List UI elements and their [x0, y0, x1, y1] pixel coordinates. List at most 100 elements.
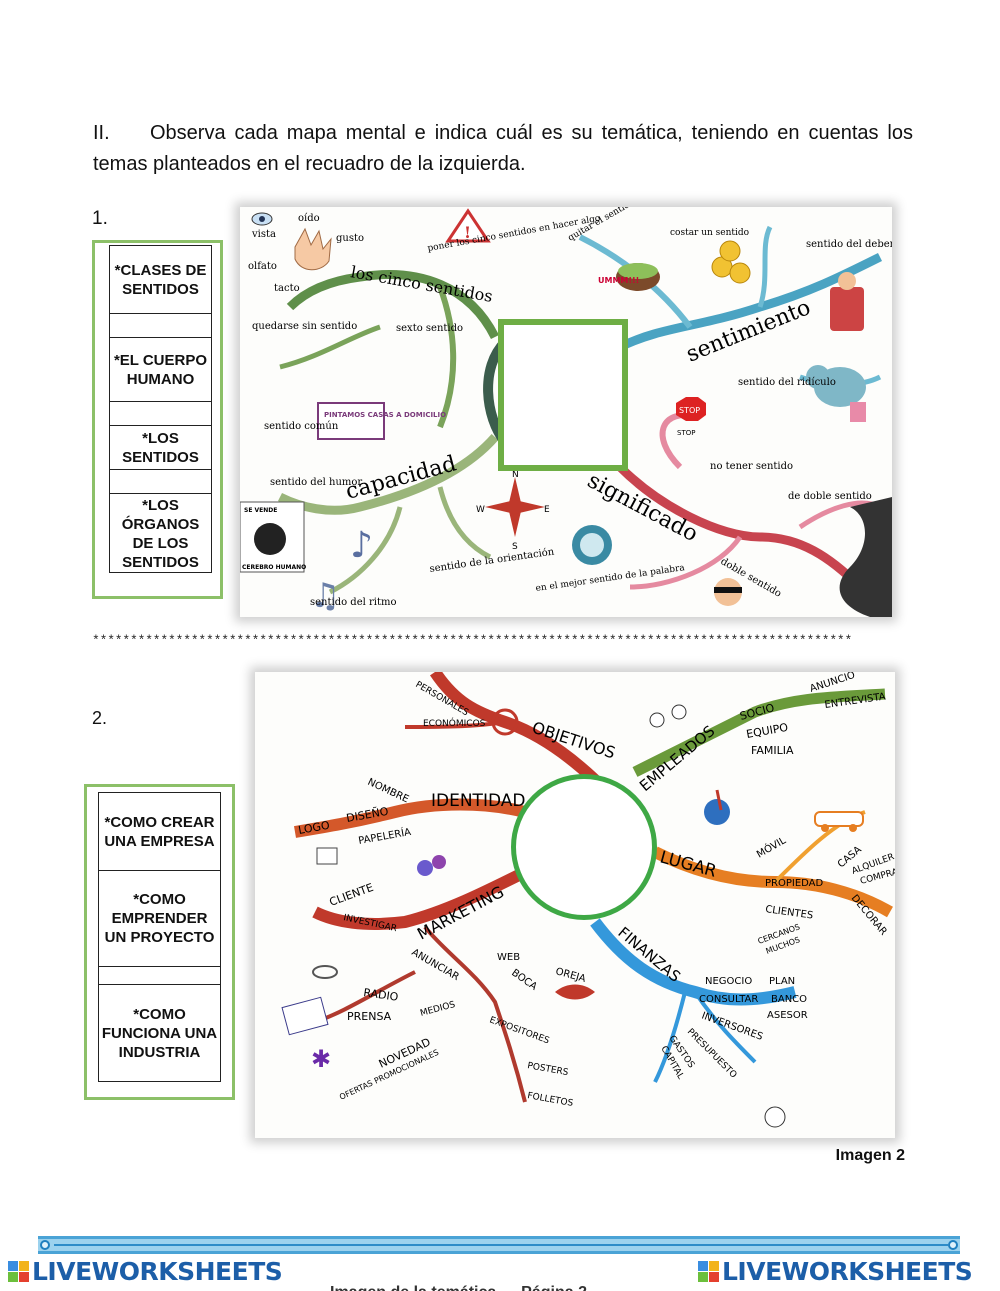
eye-icon — [251, 212, 273, 226]
label-ritmo: sentido del ritmo — [310, 597, 397, 608]
label-logo: LOGO — [297, 819, 331, 837]
option-1-2[interactable]: *EL CUERPO HUMANO — [110, 338, 211, 402]
label-n: N — [512, 470, 519, 480]
label-plan: PLAN — [769, 976, 795, 987]
label-identidad: IDENTIDAD — [431, 791, 525, 811]
option-2-2[interactable]: *COMO EMPRENDER UN PROYECTO — [99, 871, 220, 967]
badge-icon — [572, 525, 612, 565]
label-boca: BOCA — [509, 967, 539, 992]
label-cerebro: CEREBRO HUMANO — [242, 564, 306, 571]
brand-logo-right[interactable]: LIVEWORKSHEETS — [698, 1257, 973, 1286]
label-folletos: FOLLETOS — [526, 1091, 574, 1109]
svg-text:♪: ♪ — [350, 525, 373, 566]
label-s: S — [512, 542, 518, 552]
branch-identidad — [294, 798, 527, 838]
person-icon — [830, 272, 864, 331]
mind-map-1-drawing: ! STOP ♪♫ vista oído gusto olfato tacto … — [240, 207, 892, 617]
branch-mejor — [629, 535, 743, 590]
pin-icon — [312, 965, 338, 979]
label-asesor: ASESOR — [767, 1010, 808, 1021]
label-ummm: UMMM!!! — [598, 276, 639, 285]
liveworksheets-logo-icon — [698, 1261, 719, 1282]
option-1-1[interactable]: *CLASES DE SENTIDOS — [110, 246, 211, 314]
option-1-4[interactable]: *LOS ÓRGANOS DE LOS SENTIDOS — [121, 497, 200, 571]
label-deber: sentido del deber — [806, 239, 892, 250]
brand-name-left: LIVEWORKSHEETS — [32, 1257, 283, 1286]
svg-text:♫: ♫ — [310, 576, 340, 616]
label-anunciar: ANUNCIAR — [410, 947, 461, 983]
bulb-icon — [764, 1106, 786, 1128]
document-icon — [316, 847, 338, 865]
mind-map-1: ! STOP ♪♫ vista oído gusto olfato tacto … — [240, 207, 892, 617]
label-se-vende: SE VENDE — [244, 507, 277, 514]
thief-icon — [714, 578, 742, 606]
label-cliente: CLIENTE — [328, 881, 376, 909]
label-pintamos: PINTAMOS CASAS A DOMICILIO — [324, 411, 446, 419]
answer-circle-2[interactable] — [511, 774, 657, 920]
question-1-number: 1. — [92, 208, 108, 229]
music-note-icon: ♪♫ — [310, 525, 373, 616]
question-2-options-frame — [84, 784, 235, 1100]
separator-line: ****************************************… — [92, 633, 853, 648]
head-icon — [240, 501, 305, 573]
label-familia: FAMILIA — [751, 744, 794, 757]
branch-orientacion — [437, 486, 492, 560]
label-stop: STOP — [677, 429, 695, 437]
label-cinco-sentidos: los cinco sentidos — [349, 262, 494, 306]
label-costar: costar un sentido — [670, 228, 749, 238]
label-posters: POSTERS — [526, 1061, 569, 1078]
elephant-icon — [806, 365, 866, 422]
answer-box-1[interactable] — [498, 319, 628, 471]
target-icon — [491, 708, 519, 736]
balloons-icon — [417, 855, 446, 876]
label-comun: sentido común — [264, 421, 339, 432]
label-quedarse: quedarse sin sentido — [252, 321, 357, 332]
option-2-1[interactable]: *COMO CREAR UNA EMPRESA — [99, 793, 220, 871]
branch-quedarse — [279, 324, 381, 370]
label-empleados: EMPLEADOS — [636, 722, 718, 795]
svg-text:!: ! — [464, 223, 471, 242]
brand-logo-left[interactable]: LIVEWORKSHEETS — [8, 1257, 283, 1286]
branch-finanzas — [590, 918, 797, 1006]
question-1-options-frame — [92, 240, 223, 599]
sign-board-icon — [317, 402, 385, 440]
label-expositores: EXPOSITORES — [488, 1015, 551, 1046]
label-lugar: LUGAR — [658, 848, 719, 882]
mouth-icon — [555, 984, 595, 1000]
label-sexto: sexto sentido — [396, 323, 463, 334]
label-humor: sentido del humor — [270, 477, 362, 488]
label-mejor: en el mejor sentido de la palabra — [535, 563, 686, 594]
question-1-options-table: *CLASES DE SENTIDOS *EL CUERPO HUMANO *L… — [109, 245, 212, 573]
bowl-icon — [616, 263, 660, 291]
footer-line — [54, 1244, 948, 1246]
car-icon — [814, 811, 864, 832]
newspaper-icon — [281, 996, 329, 1036]
label-socio: SOCIO — [738, 701, 776, 723]
brand-name-right: LIVEWORKSHEETS — [722, 1257, 973, 1286]
instruction-number: II. — [93, 122, 110, 144]
label-tacto: tacto — [274, 283, 300, 294]
question-2-number: 2. — [92, 708, 108, 728]
option-2-3[interactable]: *COMO FUNCIONA UNA INDUSTRIA — [101, 1005, 218, 1061]
instruction-text: II.Observa cada mapa mental e indica cuá… — [93, 118, 913, 180]
branch-marketing — [312, 866, 528, 930]
label-ridiculo: sentido del ridículo — [738, 377, 836, 388]
instruction-body: Observa cada mapa mental e indica cuál e… — [93, 122, 913, 175]
footer-knob-left-icon — [40, 1240, 50, 1250]
label-orientacion: sentido de la orientación — [429, 547, 556, 575]
footer-knob-right-icon — [948, 1240, 958, 1250]
branch-no-tener — [659, 412, 701, 470]
label-oido: oído — [298, 213, 320, 224]
label-economicos: ECONÓMICOS — [423, 717, 486, 729]
svg-text:✱: ✱ — [311, 1045, 331, 1073]
compass-icon — [485, 477, 545, 537]
option-separator — [110, 470, 211, 494]
label-clientes-l: CLIENTES — [765, 904, 814, 922]
label-no-tener: no tener sentido — [710, 461, 793, 472]
label-equipo: EQUIPO — [745, 721, 789, 741]
option-1-3[interactable]: *LOS SENTIDOS — [110, 426, 211, 470]
label-movil: MÓVIL — [754, 833, 788, 860]
label-e: E — [544, 505, 550, 515]
label-medios: MEDIOS — [419, 1000, 456, 1019]
label-gusto: gusto — [336, 233, 364, 244]
